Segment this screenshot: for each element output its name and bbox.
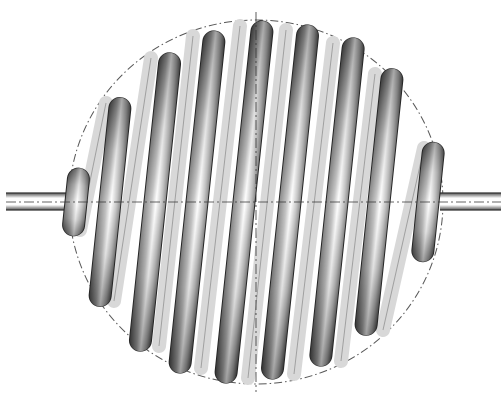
spring-coil-back-edge [247,29,287,379]
spring-coil-back-edge [200,25,241,369]
spring-coil-icon [168,30,226,374]
spring-coil-back-edge [293,42,334,375]
spring-coil-back-edge [340,73,376,362]
spring-coil-back-edge [158,35,194,347]
rod-icon-right [440,192,501,211]
spring-coil-back-edge [113,57,152,302]
back-coil-group [73,19,431,385]
spring-coil-back-edge [382,147,425,331]
spring-coil-icon [62,167,90,237]
